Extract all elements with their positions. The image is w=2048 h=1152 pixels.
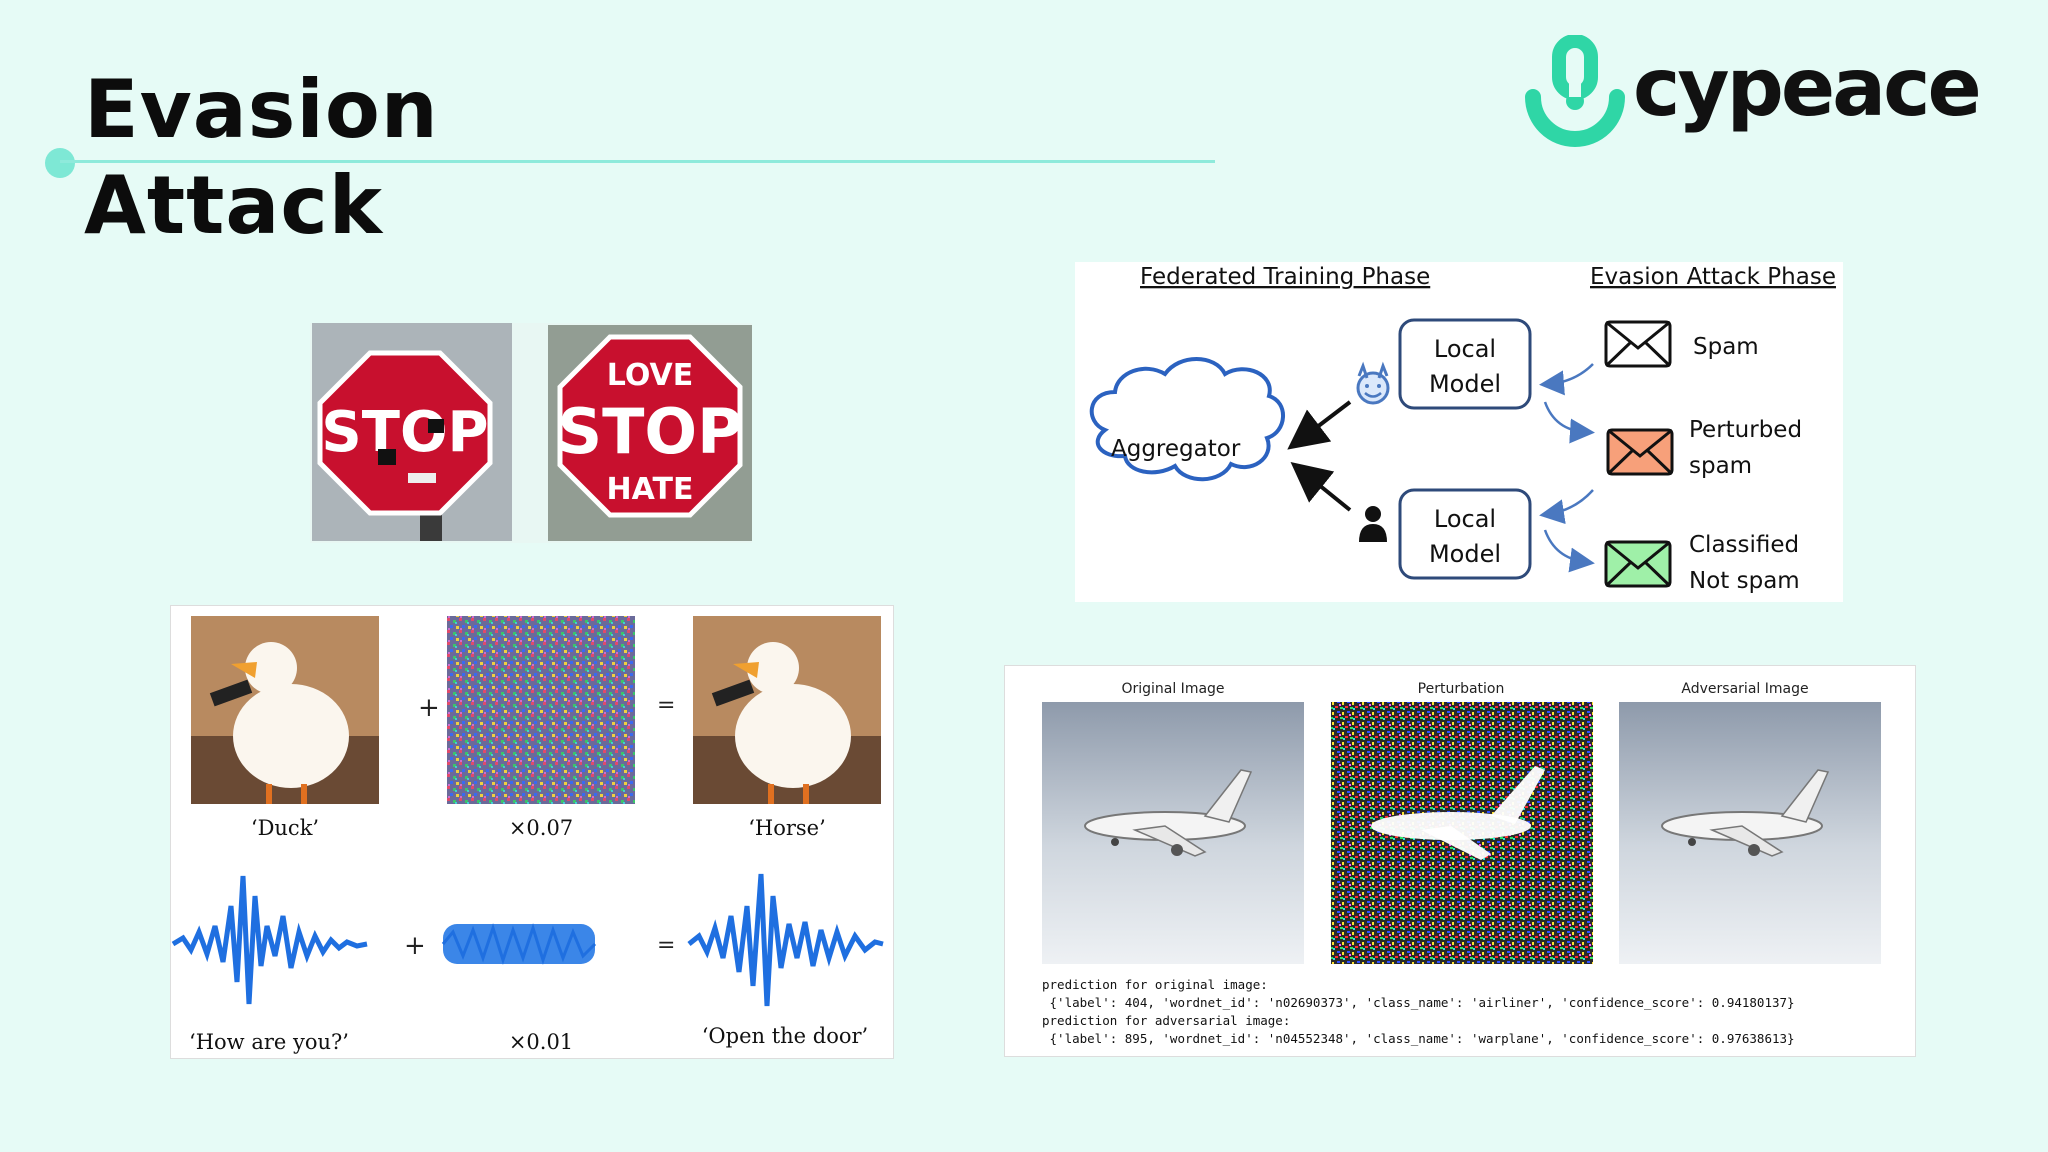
federated-evasion-diagram: Federated Training Phase Evasion Attack … xyxy=(1075,262,1843,602)
equals-operator-image: = xyxy=(657,693,675,718)
local-model-bottom-line1: Local xyxy=(1434,505,1496,533)
title-perturbation: Perturbation xyxy=(1418,681,1505,697)
prediction-adversarial-value: {'label': 895, 'wordnet_id': 'n04552348'… xyxy=(1042,1031,1795,1046)
aggregator-label: Aggregator xyxy=(1111,436,1241,462)
spam-label: Spam xyxy=(1693,334,1759,360)
title-adversarial-image: Adversarial Image xyxy=(1681,681,1808,697)
title-rule-dot xyxy=(45,148,75,178)
label-noise-scale-image: ×0.07 xyxy=(509,816,573,840)
benign-client-icon xyxy=(1359,506,1387,542)
stop-sign-photos: STOP LOVE STOP HATE xyxy=(310,323,752,543)
logo-mark-icon xyxy=(1525,35,1625,147)
duck-image xyxy=(191,616,379,804)
original-airplane-image xyxy=(1042,702,1304,964)
title-line-1: Evasion xyxy=(84,63,439,156)
classified-envelope-icon xyxy=(1604,540,1672,588)
label-open-the-door: ‘Open the door’ xyxy=(702,1024,868,1048)
adversarial-examples-figure: + = ‘Duck’ ×0.07 ‘Horse’ + = ‘How are yo… xyxy=(170,605,894,1059)
title-line-2: Attack xyxy=(84,159,384,252)
equals-operator-audio: = xyxy=(657,933,675,958)
stop-sign-1 xyxy=(317,350,493,516)
local-model-bottom-line2: Model xyxy=(1429,540,1501,568)
plus-operator-image: + xyxy=(418,693,440,723)
perturbed-envelope-icon xyxy=(1606,428,1674,476)
local-model-box-top xyxy=(1398,318,1532,410)
aggregator-cloud xyxy=(1089,357,1285,482)
plus-operator-audio: + xyxy=(404,931,426,961)
perturbed-label-line1: Perturbed xyxy=(1689,417,1802,443)
brand-name: cypeace xyxy=(1633,41,1982,134)
stop-sign-svg: STOP LOVE STOP HATE xyxy=(312,323,752,541)
waveform-original xyxy=(171,875,368,1005)
local-model-box-bottom xyxy=(1398,488,1532,580)
adversarial-examples-svg: + = ‘Duck’ ×0.07 ‘Horse’ + = ‘How are yo… xyxy=(171,616,884,1054)
page-title: Evasion Attack xyxy=(84,62,439,254)
airplane-figure-svg: Original Image Perturbation Adversarial … xyxy=(1042,681,1881,1046)
stop-sign-2 xyxy=(557,334,743,518)
brand-logo: cypeace xyxy=(1515,35,1982,155)
perturbation-image xyxy=(1331,702,1593,964)
noise-image xyxy=(447,616,635,804)
prediction-adversarial-label: prediction for adversarial image: xyxy=(1042,1013,1290,1028)
adversarial-airplane-image xyxy=(1619,702,1881,964)
prediction-original-label: prediction for original image: xyxy=(1042,977,1268,992)
local-model-top-line2: Model xyxy=(1429,370,1501,398)
waveform-adversarial xyxy=(687,873,884,1007)
stop-sign-2-top: LOVE xyxy=(607,358,693,393)
label-duck: ‘Duck’ xyxy=(251,816,319,840)
stop-sign-1-text: STOP xyxy=(321,400,488,465)
perturbed-label-line2: spam xyxy=(1689,453,1752,479)
airplane-adversarial-figure: Original Image Perturbation Adversarial … xyxy=(1004,665,1916,1057)
phase-attack-label: Evasion Attack Phase xyxy=(1590,264,1836,290)
label-horse: ‘Horse’ xyxy=(748,816,826,840)
spam-envelope-icon xyxy=(1604,320,1672,368)
title-original-image: Original Image xyxy=(1121,681,1224,697)
malicious-client-icon xyxy=(1356,361,1390,405)
adversarial-duck-image xyxy=(693,616,881,804)
label-how-are-you: ‘How are you?’ xyxy=(189,1030,349,1054)
stop-sign-2-bottom: HATE xyxy=(607,472,694,507)
local-model-top-line1: Local xyxy=(1434,335,1496,363)
classified-label-line2: Not spam xyxy=(1689,568,1800,594)
label-noise-scale-audio: ×0.01 xyxy=(509,1030,573,1054)
title-rule-line xyxy=(60,160,1215,163)
prediction-original-value: {'label': 404, 'wordnet_id': 'n02690373'… xyxy=(1042,995,1795,1010)
phase-training-label: Federated Training Phase xyxy=(1140,264,1430,290)
stop-sign-2-text: STOP xyxy=(557,395,742,468)
federated-diagram-svg: Federated Training Phase Evasion Attack … xyxy=(1089,264,1836,594)
classified-label-line1: Classified xyxy=(1689,532,1799,558)
